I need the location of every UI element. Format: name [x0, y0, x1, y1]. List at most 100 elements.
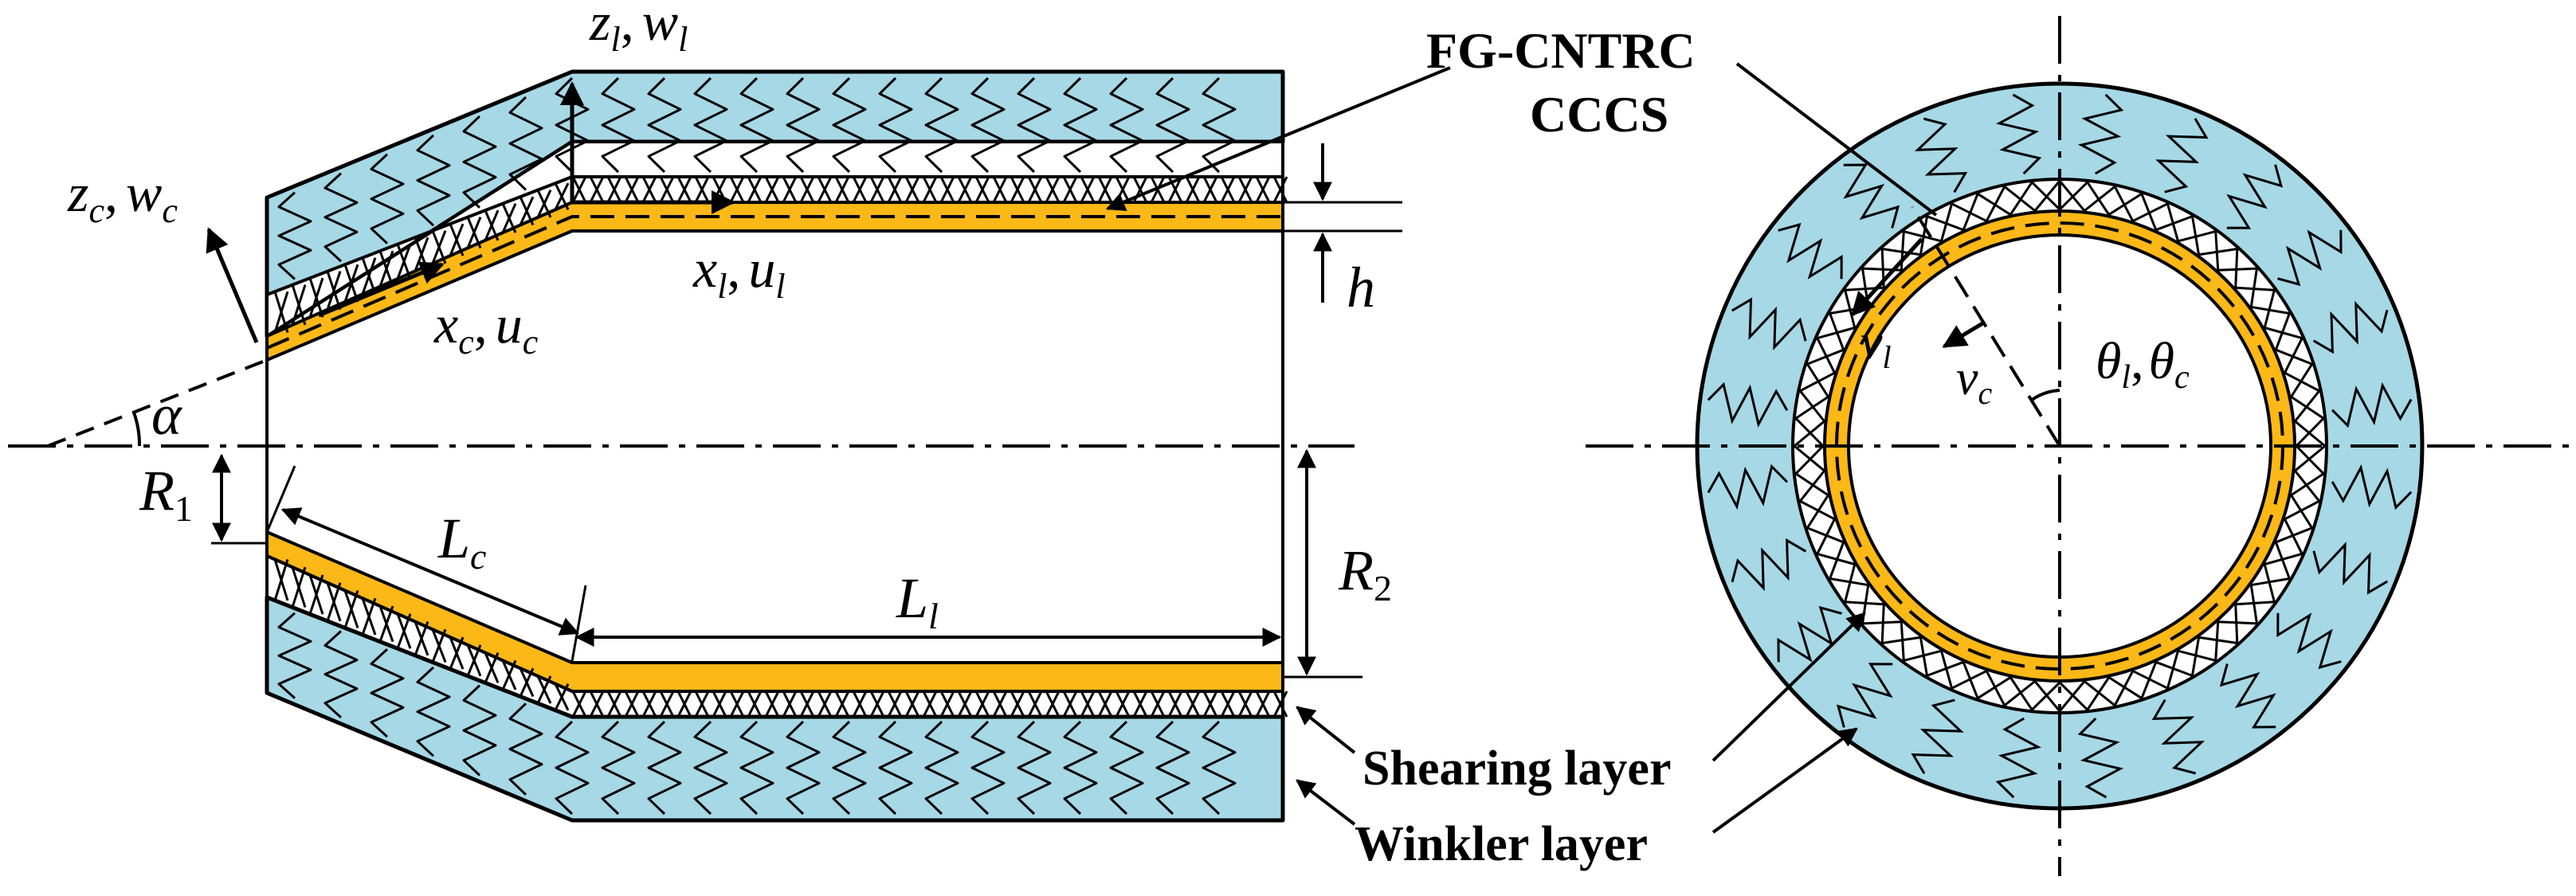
hatch-mark: [922, 691, 938, 718]
spring-mark: [1995, 717, 2042, 799]
spring-mark: [878, 720, 913, 816]
hatch-mark: [606, 691, 622, 718]
spring-mark: [1017, 720, 1052, 816]
spring-mark: [277, 612, 312, 699]
hatch-mark: [484, 209, 500, 241]
hatch-mark: [1903, 230, 1942, 243]
hatch-mark: [939, 691, 955, 718]
shearing-leader-side: [1296, 706, 1356, 754]
hatch-mark: [396, 244, 412, 280]
theta-arc: [2030, 389, 2060, 401]
spring-mark: [1109, 76, 1144, 174]
upper-midsurface: [266, 215, 1283, 350]
hatch-mark: [1132, 691, 1148, 718]
hatch-mark: [834, 691, 850, 718]
v-l-arrow: [1850, 237, 1923, 317]
hatch-mark: [2107, 676, 2143, 699]
spring-mark: [878, 76, 913, 174]
spring-mark: [924, 76, 959, 174]
hatch-mark: [904, 176, 920, 203]
hatch-mark: [361, 257, 377, 295]
hatch-mark: [2155, 660, 2194, 677]
side-view: [8, 66, 1451, 826]
hatch-mark: [1237, 691, 1253, 718]
spring-mark: [1778, 222, 1843, 280]
hatch-mark: [992, 176, 1008, 203]
spring-mark: [277, 191, 312, 280]
hatch-mark: [782, 176, 798, 203]
hatch-mark: [2178, 649, 2217, 662]
hatch-mark: [1817, 327, 1856, 340]
hatch-mark: [1985, 670, 2006, 706]
winkler-springs-side: [277, 76, 1237, 816]
spring-mark: [1731, 297, 1807, 350]
spring-mark: [1155, 720, 1190, 816]
spring-mark: [601, 720, 636, 816]
spring-mark: [2226, 164, 2284, 229]
lc-tick-left: [265, 465, 296, 533]
x-c-axis: [318, 261, 445, 318]
spring-mark: [2155, 117, 2209, 194]
hatch-mark: [2249, 268, 2258, 307]
hatch-mark: [1167, 176, 1183, 203]
hatch-mark: [1027, 691, 1043, 718]
lc-arrow: [280, 507, 580, 636]
hatch-mark: [2003, 186, 2036, 212]
spring-mark: [508, 702, 543, 796]
hatch-mark: [519, 667, 535, 698]
hatch-mark: [659, 691, 675, 718]
spring-mark: [2276, 612, 2342, 670]
hatch-mark: [1080, 691, 1096, 718]
hatch-mark: [554, 683, 570, 711]
hatch-mark: [887, 691, 903, 718]
hatch-mark: [343, 264, 359, 303]
hatch-mark: [1951, 202, 1987, 222]
hatch-mark: [729, 691, 745, 718]
spring-mark: [924, 720, 959, 816]
hatch-mark: [904, 691, 920, 718]
hatch-mark: [571, 691, 587, 718]
alpha-arc: [132, 412, 142, 447]
hatch-mark: [1062, 176, 1078, 203]
hatch-mark: [1255, 176, 1271, 203]
spring-mark: [1777, 605, 1842, 663]
spring-mark: [1707, 381, 1789, 428]
hatch-mark: [1272, 691, 1288, 718]
hatch-mark: [764, 176, 780, 203]
z-c-axis: [206, 227, 259, 343]
spring-mark: [1202, 76, 1237, 174]
hatch-mark: [501, 659, 517, 691]
hatch-mark: [2140, 193, 2158, 231]
hatch-mark: [2058, 681, 2088, 711]
hatch-mark: [326, 271, 342, 311]
shearing-leader-cross: [1711, 612, 1866, 762]
hatch-mark: [887, 176, 903, 203]
spring-mark: [2277, 229, 2343, 287]
hatch-mark: [1844, 564, 1857, 603]
hatch-mark: [2058, 180, 2086, 212]
hatch-mark: [2295, 417, 2325, 448]
hatch-mark: [1097, 176, 1113, 203]
hatch-mark: [1799, 371, 1836, 393]
hatch-mark: [782, 691, 798, 718]
cone-extension-line: [47, 358, 268, 448]
hatch-mark: [869, 176, 885, 203]
hatch-mark: [1220, 691, 1236, 718]
spring-mark: [786, 76, 821, 174]
x-l-u-l-label: xl,ul: [692, 238, 786, 306]
hatch-mark: [2031, 181, 2061, 211]
hatch-mark: [676, 176, 692, 203]
hatch-mark: [449, 223, 465, 256]
spring-mark: [601, 76, 636, 174]
shearing-layer-label: Shearing layer: [1362, 741, 1671, 796]
spring-mark: [739, 720, 774, 816]
hatch-mark: [1816, 518, 1836, 555]
hatch-mark: [606, 176, 622, 203]
hatch-mark: [1881, 248, 1921, 256]
spring-mark: [1707, 464, 1789, 511]
spring-mark: [2331, 381, 2413, 428]
spring-mark: [2077, 717, 2124, 799]
winkler-layer-label: Winkler layer: [1355, 817, 1648, 871]
hatch-mark: [1202, 176, 1218, 203]
hatch-mark: [308, 277, 324, 318]
